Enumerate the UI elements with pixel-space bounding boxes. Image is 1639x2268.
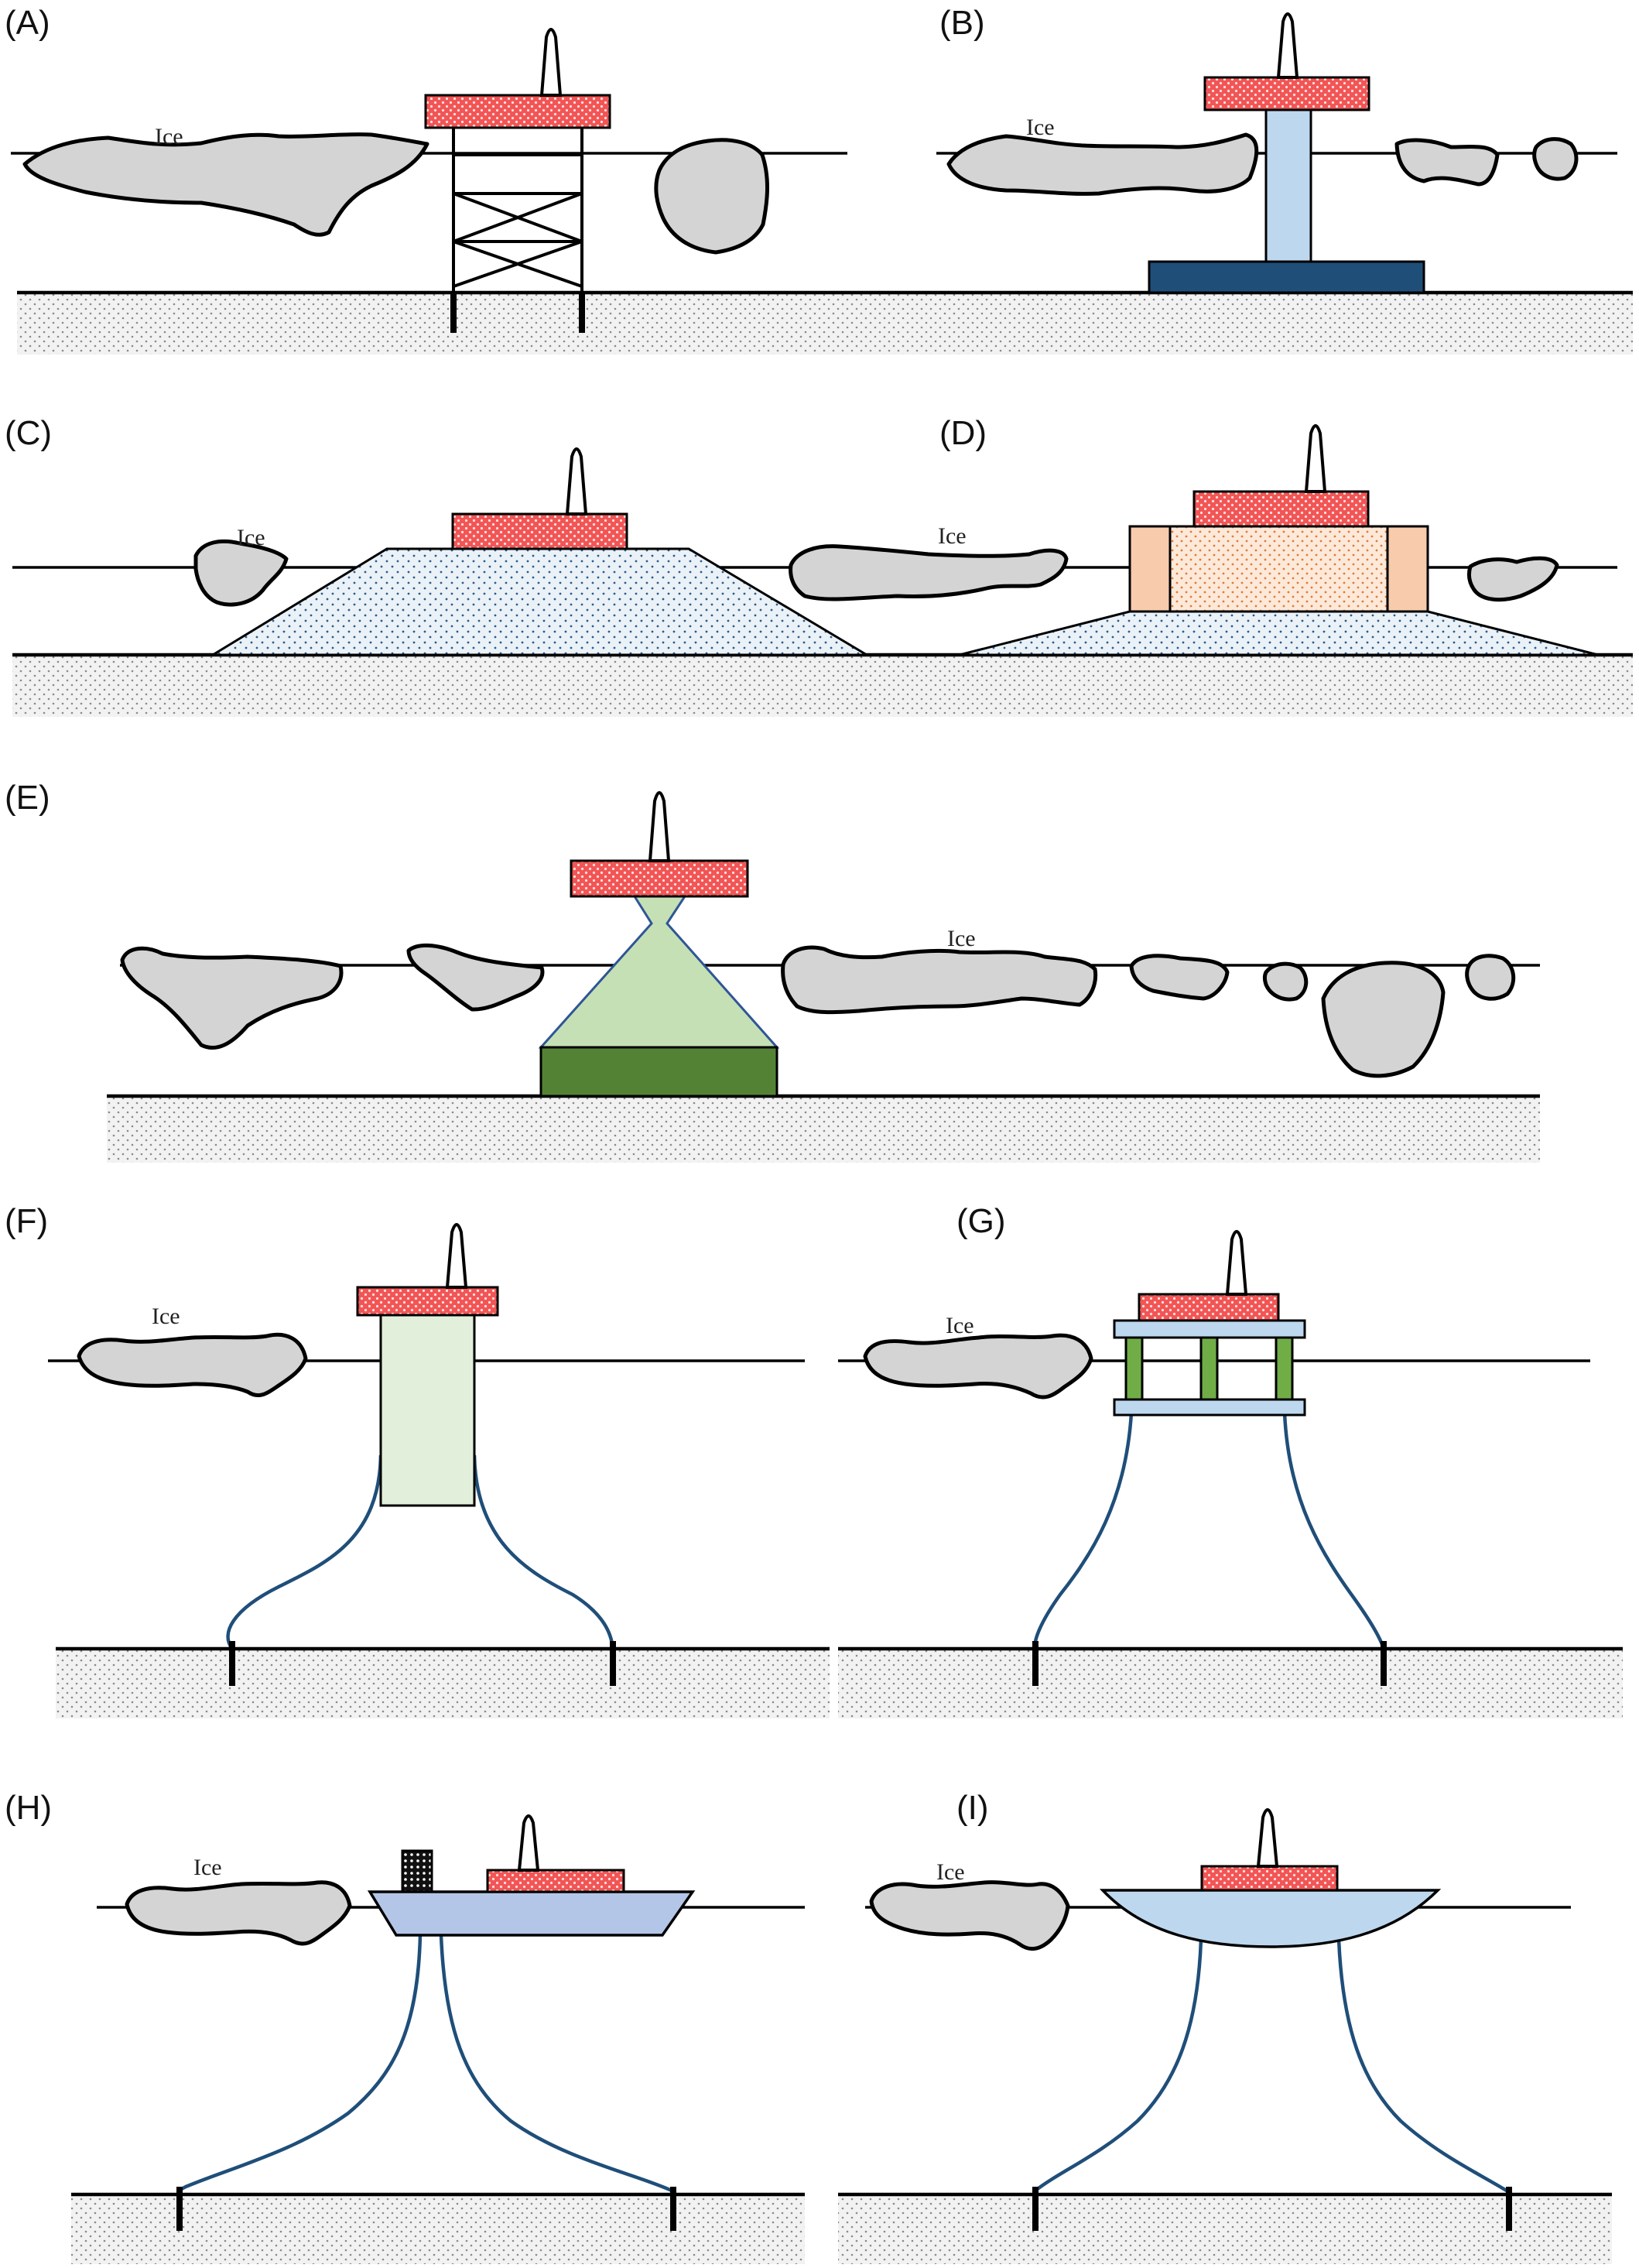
derrick-icon xyxy=(1225,1230,1248,1296)
ice-breaking-cone xyxy=(538,895,780,1049)
panel-e: (E) Ice xyxy=(5,779,1540,1163)
funnel xyxy=(401,1849,433,1893)
caisson-wall-right xyxy=(1386,525,1429,613)
panel-label-c: (C) xyxy=(5,414,52,452)
ice-label: Ice xyxy=(193,1855,222,1880)
seabed xyxy=(71,2194,805,2264)
mooring-line xyxy=(1034,1938,1203,2192)
ice-floe-icon xyxy=(1321,961,1446,1078)
gravel-island xyxy=(208,547,871,656)
ice-floe-icon xyxy=(946,132,1259,196)
panel-label-f: (F) xyxy=(5,1202,48,1240)
ice-label: Ice xyxy=(946,1313,974,1338)
panel-f: (F) Ice xyxy=(5,1202,830,1718)
panel-c: (C) Ice xyxy=(5,414,1633,717)
deck xyxy=(1192,490,1370,528)
derrick-icon xyxy=(648,791,671,862)
seabed xyxy=(107,1096,1540,1163)
mooring-line xyxy=(226,1454,383,1650)
column xyxy=(1275,1336,1294,1401)
ice-floe-icon xyxy=(1465,954,1516,1001)
column xyxy=(1264,107,1312,265)
mooring-line xyxy=(472,1454,615,1650)
panel-label-d: (D) xyxy=(939,414,987,452)
lower-pontoon xyxy=(1113,1398,1306,1417)
ice-floe-icon xyxy=(789,544,1069,601)
cone-base xyxy=(539,1046,778,1098)
panel-a: (A) Ice xyxy=(5,4,1633,355)
seabed xyxy=(838,1649,1623,1718)
ice-floe-icon xyxy=(1263,961,1309,1002)
derrick-icon xyxy=(445,1223,468,1289)
panel-g: (G) Ice xyxy=(838,1202,1623,1718)
mooring-line xyxy=(176,1934,423,2197)
panel-label-a: (A) xyxy=(5,4,50,42)
ice-label: Ice xyxy=(152,1304,180,1329)
ice-label: Ice xyxy=(237,525,265,550)
column xyxy=(1199,1336,1219,1401)
ice-floe-icon xyxy=(654,138,769,255)
deck xyxy=(356,1286,499,1317)
deck xyxy=(1203,76,1370,111)
ship-hull xyxy=(367,1890,696,1937)
deck xyxy=(1200,1865,1339,1892)
panel-label-e: (E) xyxy=(5,779,50,817)
deck xyxy=(424,94,611,129)
panel-h: (H) Ice xyxy=(5,1789,805,2264)
ice-floe-icon xyxy=(22,132,429,237)
deck xyxy=(451,512,628,550)
derrick-icon xyxy=(517,1814,540,1872)
derrick-icon xyxy=(1276,12,1299,79)
buoy-hull xyxy=(1099,1889,1442,1948)
spar-hull xyxy=(379,1314,476,1507)
panel-b: (B) Ice xyxy=(936,4,1617,294)
ice-floe-icon xyxy=(863,1333,1093,1400)
panel-i: (I) Ice xyxy=(838,1789,1612,2264)
berm xyxy=(959,610,1599,656)
jacket-structure xyxy=(452,128,583,293)
caisson-fill xyxy=(1128,525,1429,613)
ice-floe-icon xyxy=(869,1880,1070,1951)
derrick-icon xyxy=(539,28,563,97)
ice-floe-icon xyxy=(1129,954,1230,1001)
ice-floe-icon xyxy=(406,943,545,1012)
panel-label-h: (H) xyxy=(5,1789,52,1827)
mooring-line xyxy=(1033,1412,1134,1650)
ice-floe-icon xyxy=(781,945,1098,1015)
ice-floe-icon xyxy=(77,1332,308,1397)
caisson-wall-left xyxy=(1128,525,1172,613)
seabed xyxy=(17,293,1633,355)
column xyxy=(1124,1336,1144,1401)
deck xyxy=(486,1869,625,1893)
ice-label: Ice xyxy=(938,523,967,549)
derrick-icon xyxy=(1304,424,1327,493)
ice-floe-icon xyxy=(125,1880,352,1946)
derrick-icon xyxy=(565,447,588,516)
ice-floe-icon xyxy=(1532,137,1579,181)
ice-label: Ice xyxy=(936,1859,965,1885)
ice-floe-icon xyxy=(1394,138,1500,187)
deck xyxy=(570,859,749,898)
seabed xyxy=(12,655,1633,717)
gravity-base xyxy=(1148,260,1425,294)
panel-label-g: (G) xyxy=(956,1202,1006,1240)
ice-floe-icon xyxy=(193,539,289,607)
panel-label-i: (I) xyxy=(956,1789,989,1827)
panel-label-b: (B) xyxy=(939,4,985,42)
panel-d: (D) Ice xyxy=(789,414,1617,656)
upper-hull xyxy=(1113,1319,1306,1339)
ice-label: Ice xyxy=(1026,115,1055,140)
ice-floe-icon xyxy=(120,946,344,1050)
seabed xyxy=(56,1649,830,1718)
seabed xyxy=(838,2194,1612,2264)
deck xyxy=(1138,1293,1280,1322)
ice-floe-icon xyxy=(1466,556,1559,602)
mooring-line xyxy=(439,1934,676,2197)
mooring-line xyxy=(1282,1412,1386,1650)
derrick-icon xyxy=(1256,1808,1279,1868)
ice-label: Ice xyxy=(947,926,976,951)
mooring-line xyxy=(1336,1938,1511,2194)
ice-label: Ice xyxy=(155,124,183,149)
